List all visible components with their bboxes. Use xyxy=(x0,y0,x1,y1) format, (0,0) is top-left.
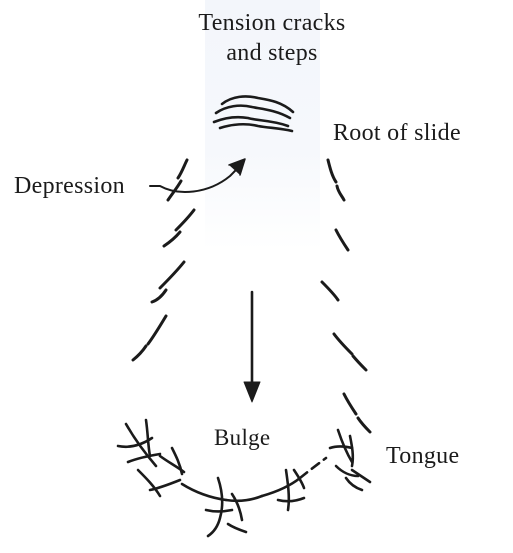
bulge-label: Bulge xyxy=(214,423,270,453)
tension-cracks xyxy=(214,96,293,131)
movement-arrow xyxy=(244,292,260,402)
depression-arrow xyxy=(150,159,245,192)
tension-cracks-label: Tension cracks and steps xyxy=(172,8,372,68)
depression-label: Depression xyxy=(14,171,125,201)
tension-cracks-label-line1: Tension cracks xyxy=(172,8,372,38)
tongue-label: Tongue xyxy=(386,441,459,471)
left-flank-cracks xyxy=(133,160,194,360)
tension-cracks-label-line2: and steps xyxy=(172,38,372,68)
root-of-slide-label: Root of slide xyxy=(333,118,461,148)
right-flank-cracks xyxy=(322,160,370,432)
